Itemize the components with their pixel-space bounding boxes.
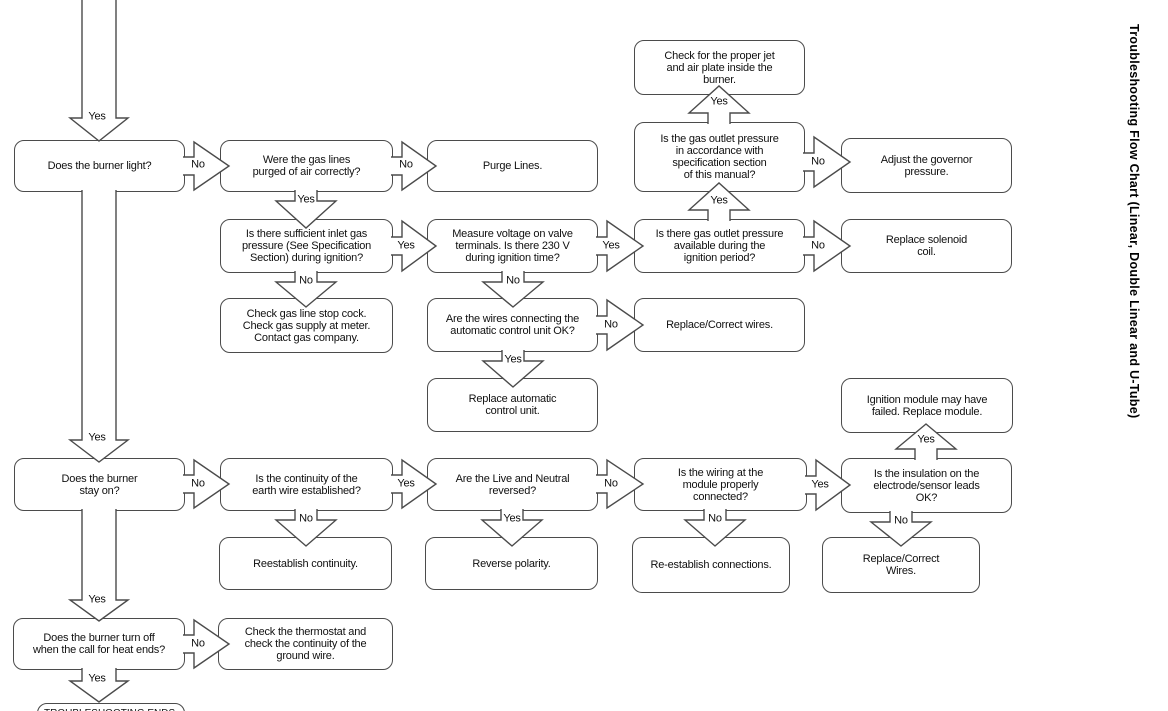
label-no-module-wiring-down: No <box>708 512 722 525</box>
label-yes-outlet-ignition-up: Yes <box>710 194 728 207</box>
label-yes-outlet-spec-up: Yes <box>710 95 728 108</box>
label-no-burner-stay-on: No <box>191 477 205 490</box>
node-replace-correct-wires-1: Replace/Correct wires. <box>634 298 805 352</box>
node-replace-solenoid: Replace solenoid coil. <box>841 219 1012 273</box>
label-yes-gas-lines-down: Yes <box>297 193 315 206</box>
label-no-burner-light: No <box>191 158 205 171</box>
node-outlet-pressure-spec: Is the gas outlet pressure in accordance… <box>634 122 805 192</box>
node-measure-voltage: Measure voltage on valve terminals. Is t… <box>427 219 598 273</box>
node-ignition-module-failed: Ignition module may have failed. Replace… <box>841 378 1013 433</box>
node-replace-correct-wires-2: Replace/Correct Wires. <box>822 537 980 593</box>
label-no-outlet-ignition: No <box>811 239 825 252</box>
node-troubleshooting-ends: TROUBLESHOOTING ENDS. <box>37 703 185 711</box>
label-no-measure-voltage-down: No <box>506 274 520 287</box>
node-purge-lines: Purge Lines. <box>427 140 598 192</box>
label-yes-main-1: Yes <box>88 110 106 123</box>
label-no-insulation-down: No <box>894 514 908 527</box>
arrow-yes-main-into-burner-stay-on <box>67 190 131 463</box>
node-reestablish-continuity: Reestablish continuity. <box>219 537 392 590</box>
node-wires-control-unit: Are the wires connecting the automatic c… <box>427 298 598 352</box>
node-reestablish-connections: Re-establish connections. <box>632 537 790 593</box>
node-outlet-pressure-ignition: Is there gas outlet pressure available d… <box>634 219 805 273</box>
label-no-outlet-spec: No <box>811 155 825 168</box>
label-yes-earth-wire: Yes <box>397 477 415 490</box>
label-yes-insulation-up: Yes <box>917 433 935 446</box>
node-check-stop-cock: Check gas line stop cock. Check gas supp… <box>220 298 393 353</box>
label-yes-module-wiring: Yes <box>811 478 829 491</box>
node-reverse-polarity: Reverse polarity. <box>425 537 598 590</box>
label-no-live-neutral: No <box>604 477 618 490</box>
node-proper-jet: Check for the proper jet and air plate i… <box>634 40 805 95</box>
label-no-inlet-gas-down: No <box>299 274 313 287</box>
node-module-wiring: Is the wiring at the module properly con… <box>634 458 807 511</box>
node-check-thermostat: Check the thermostat and check the conti… <box>218 618 393 670</box>
node-replace-control-unit: Replace automatic control unit. <box>427 378 598 432</box>
node-does-burner-light: Does the burner light? <box>14 140 185 192</box>
label-yes-measure-voltage: Yes <box>602 239 620 252</box>
label-yes-main-3: Yes <box>88 593 106 606</box>
node-adjust-governor: Adjust the governor pressure. <box>841 138 1012 193</box>
node-burner-turn-off: Does the burner turn off when the call f… <box>13 618 185 670</box>
label-yes-main-4: Yes <box>88 672 106 685</box>
label-no-gas-lines: No <box>399 158 413 171</box>
node-inlet-gas-pressure: Is there sufficient inlet gas pressure (… <box>220 219 393 273</box>
label-no-burner-turn-off: No <box>191 637 205 650</box>
label-yes-live-neutral-down: Yes <box>503 512 521 525</box>
node-live-neutral-reversed: Are the Live and Neutral reversed? <box>427 458 598 511</box>
label-yes-main-2: Yes <box>88 431 106 444</box>
label-no-earth-wire-down: No <box>299 512 313 525</box>
label-no-wires-control: No <box>604 318 618 331</box>
label-yes-inlet-gas: Yes <box>397 239 415 252</box>
node-burner-stay-on: Does the burner stay on? <box>14 458 185 511</box>
label-yes-wires-control-down: Yes <box>504 353 522 366</box>
node-earth-wire-continuity: Is the continuity of the earth wire esta… <box>220 458 393 511</box>
vertical-page-title: Troubleshooting Flow Chart (Linear, Doub… <box>1127 24 1141 419</box>
node-gas-lines-purged: Were the gas lines purged of air correct… <box>220 140 393 192</box>
node-insulation-leads: Is the insulation on the electrode/senso… <box>841 458 1012 513</box>
